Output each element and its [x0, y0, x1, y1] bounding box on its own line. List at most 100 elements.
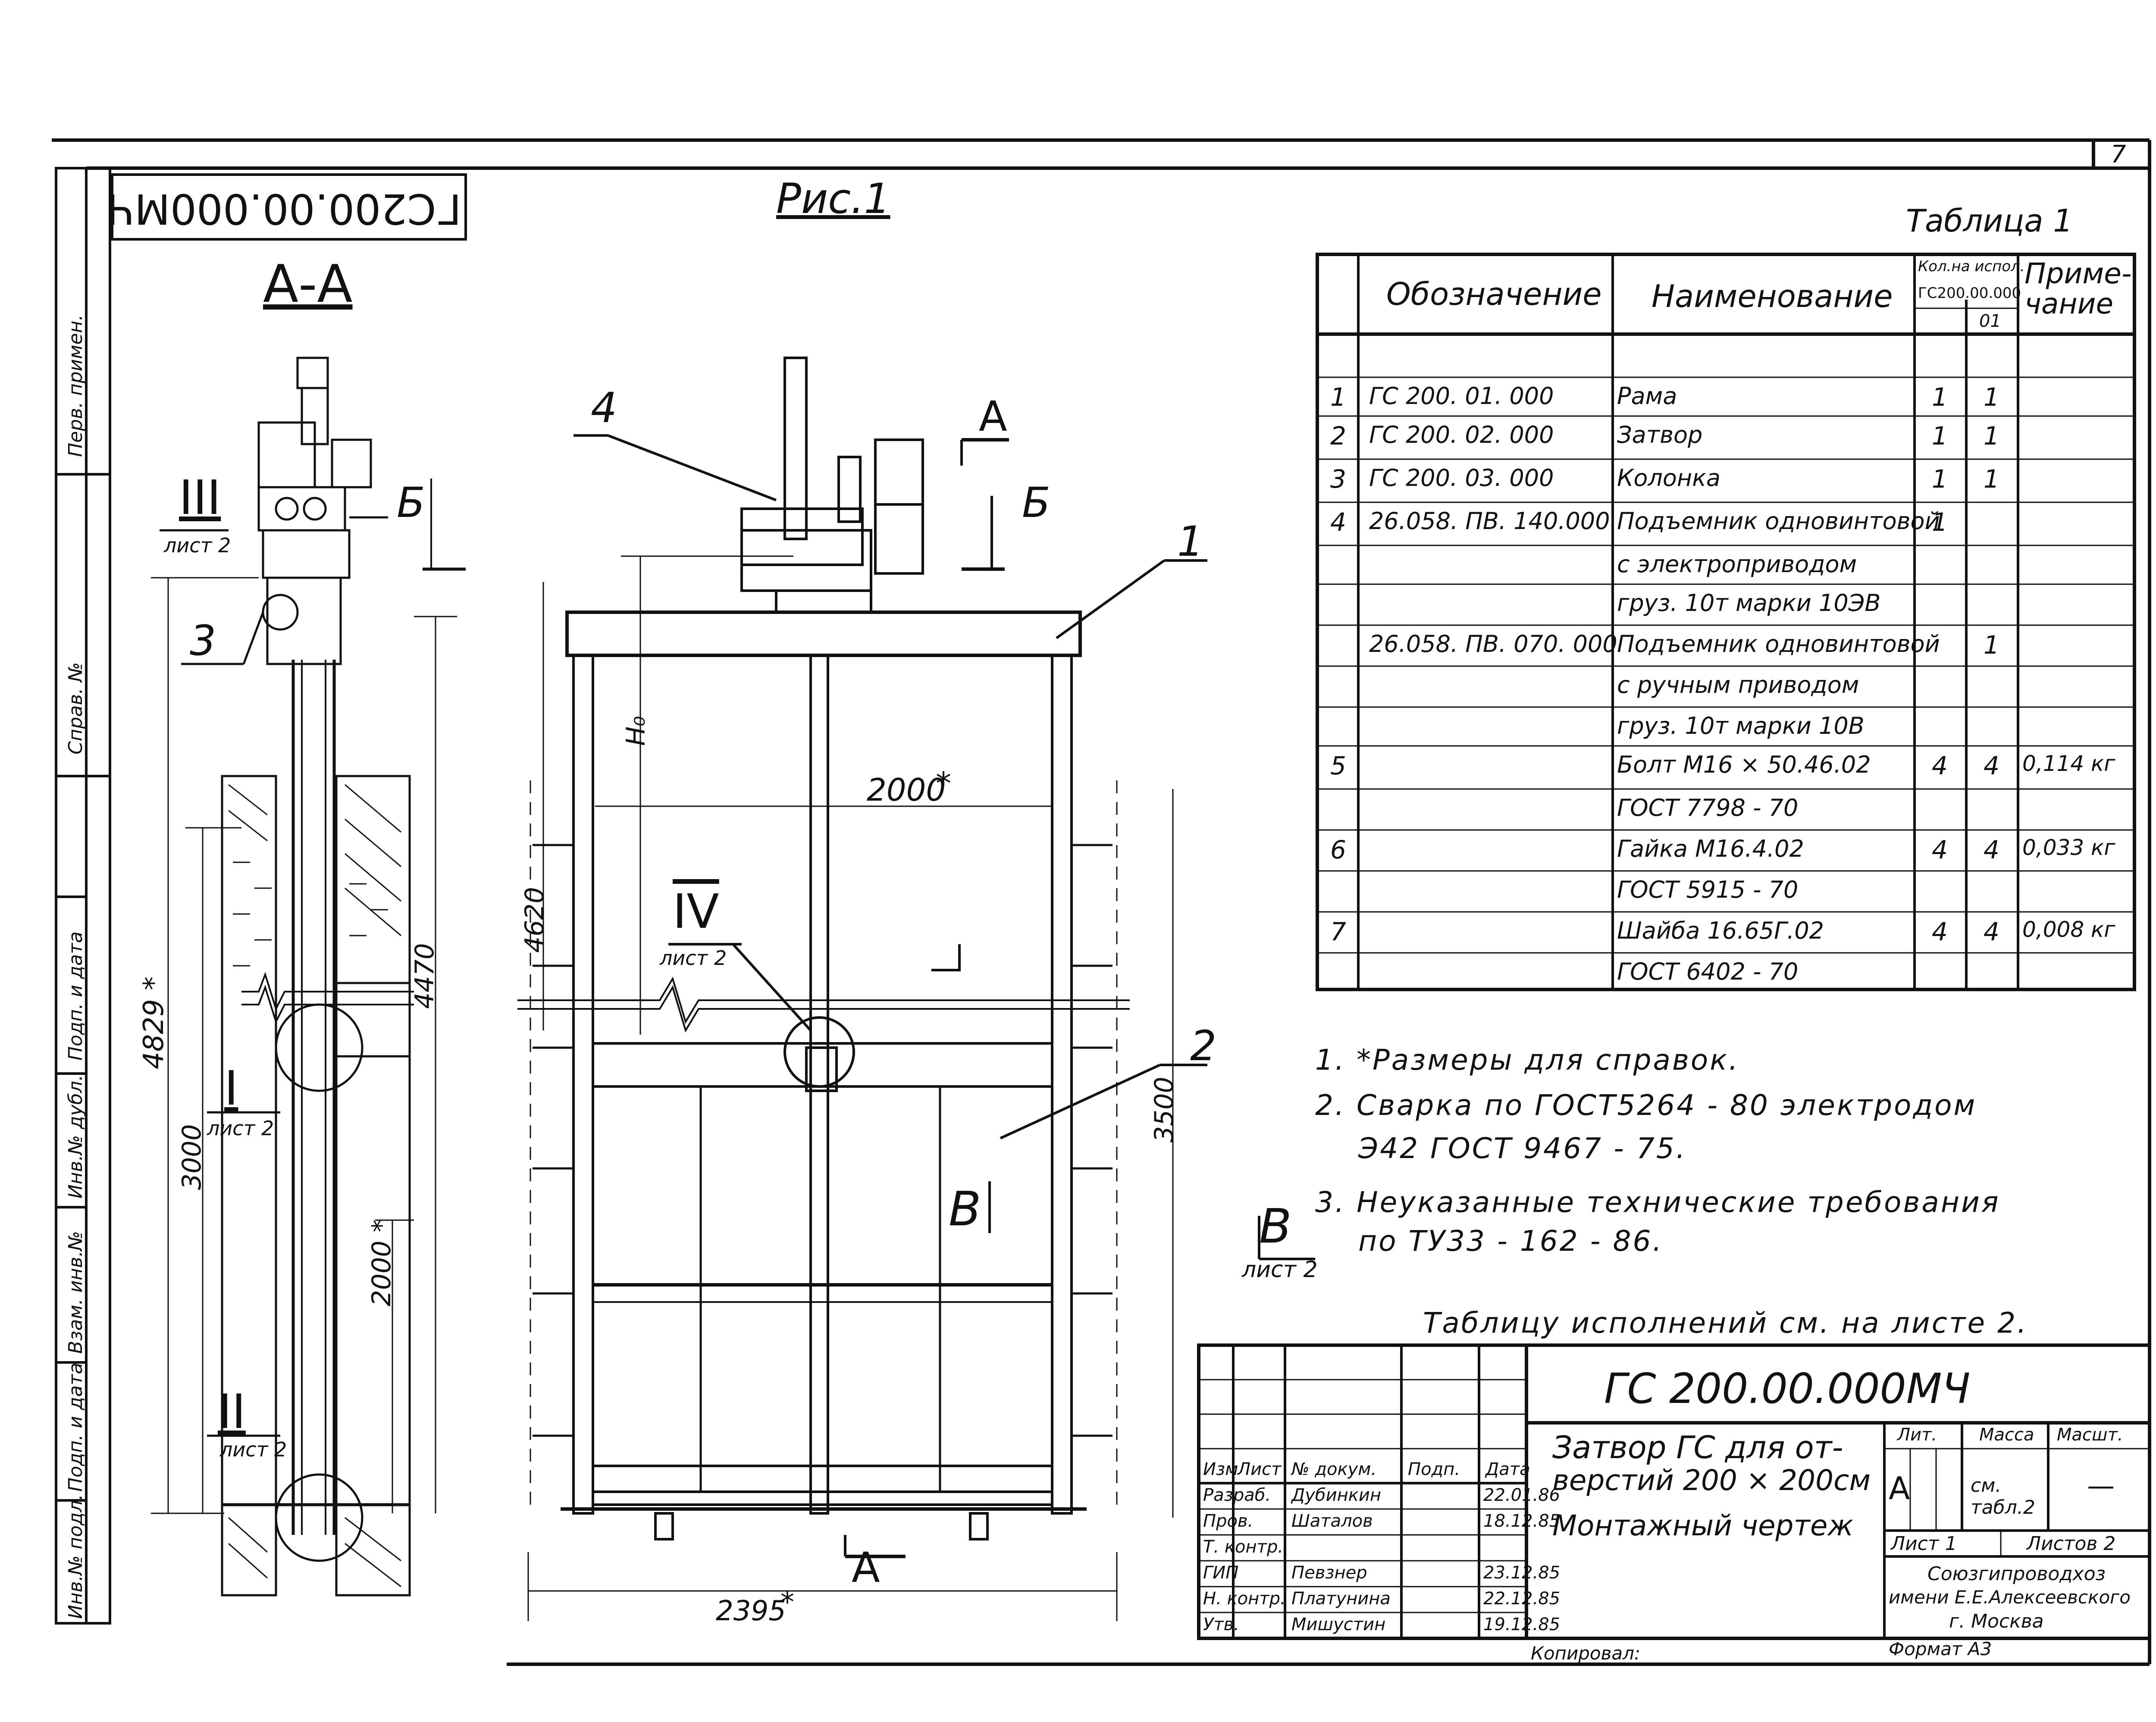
tb-header-sign: Подп.: [1408, 1459, 1460, 1479]
figure-title: Рис.1: [776, 175, 890, 223]
tb-role-name: Мишустин: [1291, 1615, 1386, 1634]
section-a-marker-top: А: [979, 392, 1007, 441]
dim-2395: 2395: [716, 1595, 786, 1627]
tb-sheets-label: Листов 2: [2027, 1533, 2116, 1555]
spec-row-qty-1: 1: [1932, 421, 1948, 451]
side-label-perv-primen: Перв. примен.: [65, 314, 87, 457]
section-a-a-drawing: [151, 357, 466, 1597]
item-1-label: 1: [1177, 517, 1204, 566]
dim-4829: 4829 *: [138, 976, 170, 1069]
spec-row-name: ГОСТ 7798 - 70: [1617, 794, 1799, 821]
mirrored-code-box: [111, 173, 467, 241]
section-a-a-label: А-А: [263, 254, 353, 314]
spec-row-name: с ручным приводом: [1617, 671, 1859, 698]
tb-org-3: г. Москва: [1949, 1610, 2044, 1632]
callout-iv-sheet: лист 2: [660, 946, 727, 970]
tb-role-date: 23.12.85: [1483, 1563, 1561, 1583]
tb-role: Пров.: [1203, 1511, 1253, 1531]
page-number: 7: [2111, 141, 2126, 169]
spec-row-qty-2: 1: [1984, 630, 1999, 660]
dim-3000: 3000: [177, 1124, 207, 1190]
spec-row-name: ГОСТ 6402 - 70: [1617, 958, 1799, 985]
tb-scale-value: —: [2087, 1470, 2115, 1502]
spec-header-qty-top: Кол.на испол.: [1918, 258, 2025, 275]
tb-role: Т. контр.: [1203, 1537, 1284, 1557]
spec-row-qty-1: 1: [1932, 464, 1948, 494]
tb-header-doc: № докум.: [1291, 1459, 1377, 1479]
spec-row-name: Рама: [1617, 382, 1677, 410]
note-2: 2. Сварка по ГОСТ5264 - 80 электродом: [1315, 1089, 1977, 1122]
callout-ii-sheet: лист 2: [220, 1438, 287, 1461]
title-block-doc-type: Монтажный чертеж: [1552, 1509, 1853, 1542]
spec-row-designation: 26.058. ПВ. 140.000: [1369, 507, 1610, 535]
title-block-title-2: верстий 200 × 200см: [1552, 1464, 1871, 1497]
item-3-label: 3: [190, 617, 216, 665]
spec-row-qty-1: 1: [1932, 507, 1948, 537]
spec-row-pos: 3: [1330, 464, 1346, 494]
spec-row-name: Подъемник одновинтовой: [1617, 630, 1940, 657]
spec-row-pos: 4: [1330, 507, 1346, 537]
spec-row-qty-1: 1: [1932, 382, 1948, 412]
spec-row-designation: ГС 200. 02. 000: [1369, 421, 1554, 448]
tb-role: Утв.: [1203, 1615, 1239, 1634]
mirrored-drawing-code: ГС200.00.000МЧ: [106, 185, 461, 233]
tb-role-name: Певзнер: [1291, 1563, 1367, 1583]
dim-3500: 3500: [1149, 1077, 1179, 1143]
side-label-podp-data-1: Подп. и дата: [65, 931, 87, 1061]
spec-table-title: Таблица 1: [1906, 203, 2073, 239]
title-block-grid: [1197, 1343, 2151, 1640]
tb-role-name: Шаталов: [1291, 1511, 1373, 1531]
callout-i-mark: I: [224, 1061, 238, 1116]
dim-4620: 4620: [520, 887, 550, 953]
note-1: 1. *Размеры для справок.: [1315, 1043, 1740, 1077]
tb-role: ГИП: [1203, 1563, 1239, 1583]
spec-row-name: с электроприводом: [1617, 551, 1857, 578]
tb-role-name: Платунина: [1291, 1589, 1391, 1609]
note-3-cont: по ТУ33 - 162 - 86.: [1358, 1224, 1664, 1258]
spec-header-name: Наименование: [1651, 278, 1893, 314]
side-strip-frame: [55, 167, 111, 1625]
view-v-label: В: [949, 1181, 981, 1237]
spec-row-qty-2: 1: [1984, 464, 1999, 494]
tb-mass-label: Масса: [1979, 1425, 2034, 1445]
spec-header-note: Приме- чание: [2024, 257, 2132, 320]
spec-row-designation: 26.058. ПВ. 070. 000: [1369, 630, 1617, 657]
callout-ii-mark: II: [218, 1384, 246, 1439]
section-b-marker-left: Б: [397, 479, 425, 527]
dim-h0: Н₀: [621, 716, 651, 746]
dim-4470: 4470: [410, 943, 440, 1009]
spec-row-qty-2: 4: [1984, 917, 1999, 946]
tb-lit-value: А: [1889, 1470, 1910, 1506]
tb-org-2: имени Е.Е.Алексеевского: [1889, 1587, 2131, 1608]
table-reference-note: Таблицу исполнений см. на листе 2.: [1423, 1306, 2028, 1340]
spec-row-name: Шайба 16.65Г.02: [1617, 917, 1824, 944]
spec-row-pos: 6: [1330, 835, 1346, 864]
side-label-vzam-inv: Взам. инв.№: [65, 1231, 87, 1354]
spec-row-pos: 2: [1330, 421, 1346, 451]
spec-row-name: Гайка М16.4.02: [1617, 835, 1804, 862]
note-2-cont: Э42 ГОСТ 9467 - 75.: [1358, 1132, 1687, 1165]
spec-row-name: Подъемник одновинтовой: [1617, 507, 1940, 535]
spec-table-grid: [1316, 253, 2136, 991]
view-v-ref-mark: В: [1259, 1199, 1292, 1254]
tb-scale-label: Масшт.: [2057, 1425, 2123, 1445]
spec-header-qty-code: ГС200.00.000: [1918, 285, 2021, 302]
tb-header-date: Дата: [1485, 1459, 1530, 1479]
view-v-ref-sheet: лист 2: [1242, 1257, 1318, 1283]
title-block-title-1: Затвор ГС для от-: [1552, 1429, 1843, 1465]
tb-format: Формат А3: [1889, 1638, 1992, 1659]
tb-org-1: Союзгипроводхоз: [1927, 1563, 2106, 1585]
spec-row-qty-2: 1: [1984, 421, 1999, 451]
spec-row-designation: ГС 200. 03. 000: [1369, 464, 1554, 492]
spec-row-note: 0,114 кг: [2022, 751, 2115, 776]
spec-row-designation: ГС 200. 01. 000: [1369, 382, 1554, 410]
spec-row-name: ГОСТ 5915 - 70: [1617, 876, 1799, 903]
tb-header-izm: Изм: [1203, 1459, 1238, 1479]
callout-iv-mark: IV: [673, 884, 719, 939]
dim-2000-main: 2000: [867, 772, 946, 808]
title-block-code: ГС 200.00.000МЧ: [1604, 1365, 1971, 1413]
section-a-marker-bottom: А: [852, 1544, 880, 1592]
spec-row-qty-1: 4: [1932, 917, 1948, 946]
